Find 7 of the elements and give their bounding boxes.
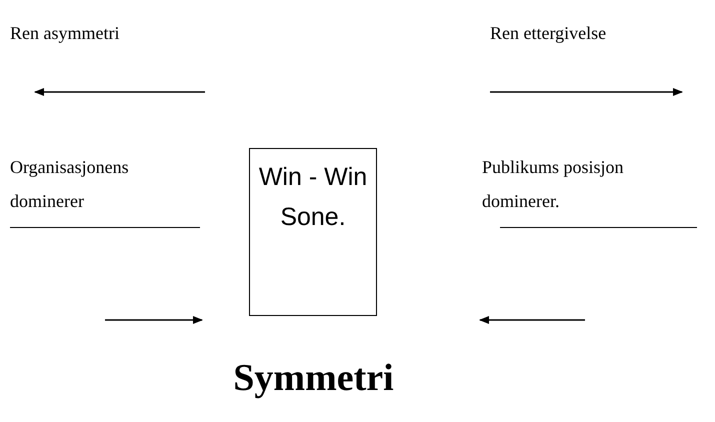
label-text: Ren asymmetri: [10, 22, 120, 45]
label-text: Ren ettergivelse: [490, 22, 608, 45]
zone-box: [249, 148, 377, 316]
caption: Symmetri: [232, 356, 395, 400]
label-text: Organisasjonens dominerer: [10, 156, 130, 213]
label-text: Publikums posisjon dominerer.: [482, 156, 625, 213]
zone-label: Win - Win Sone.: [258, 162, 368, 233]
